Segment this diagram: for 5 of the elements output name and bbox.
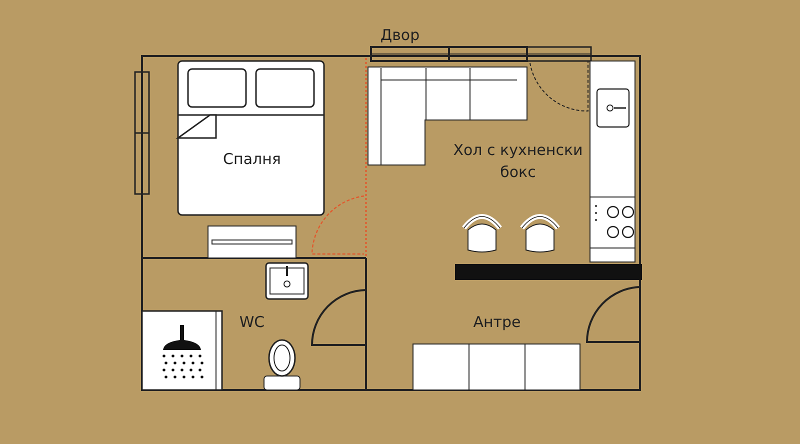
room-label: Хол с кухненски бокс: [452, 140, 584, 183]
room-label: Спалня: [222, 149, 282, 170]
room-label: Антре: [472, 312, 522, 333]
room-label: Двор: [379, 25, 421, 46]
room-label: WC: [238, 312, 266, 333]
